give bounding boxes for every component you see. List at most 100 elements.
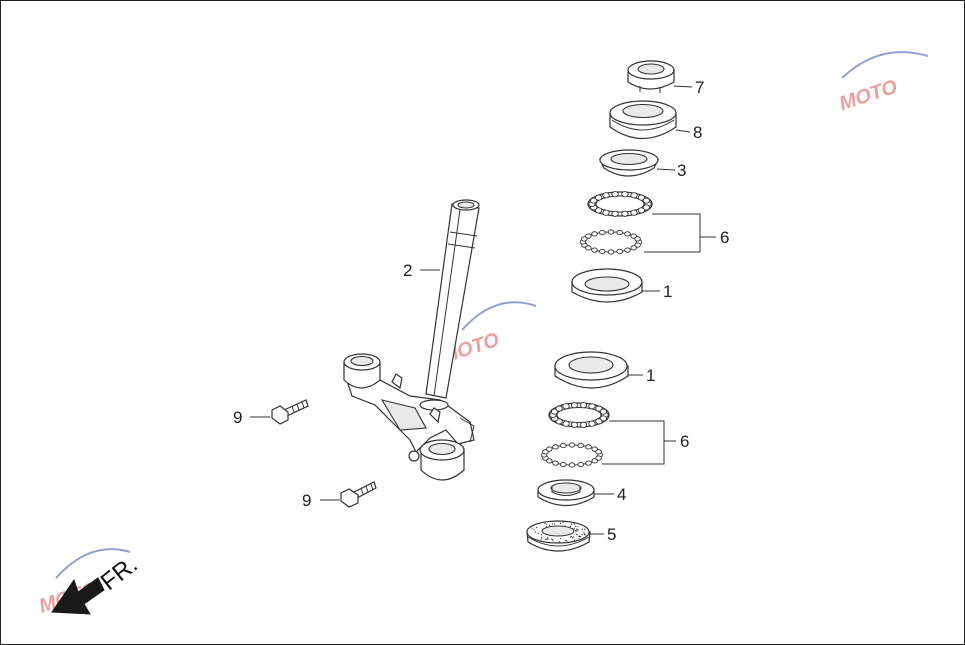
- bearing-ball: [571, 403, 577, 408]
- bearing-ball: [603, 210, 609, 215]
- seal-texture-dot: [570, 526, 571, 527]
- seal-texture-dot: [580, 536, 581, 537]
- bearing-ball: [603, 193, 609, 198]
- bearing-ball: [617, 249, 623, 253]
- seal-texture-dot: [566, 540, 567, 541]
- seal-texture-dot: [541, 534, 542, 535]
- part-7-lock-nut: [628, 61, 674, 93]
- seal-texture-dot: [547, 537, 548, 538]
- bearing-ball: [608, 230, 614, 234]
- bearing-ball: [600, 230, 606, 234]
- bearing-ball: [561, 462, 567, 466]
- callout-9-lower: 9: [302, 491, 311, 510]
- bearing-ball: [589, 421, 595, 426]
- watermark-top-right: MOTO: [837, 52, 928, 115]
- callout-7: 7: [695, 78, 704, 97]
- seal-texture-dot: [549, 525, 550, 526]
- bearing-ball: [569, 443, 575, 447]
- bearing-ball: [638, 208, 644, 213]
- seal-texture-dot: [544, 523, 545, 524]
- seal-texture-dot: [552, 523, 553, 524]
- bearing-ball: [578, 462, 584, 466]
- bearing-ball: [612, 192, 618, 197]
- seal-texture-dot: [576, 529, 577, 530]
- seal-texture-dot: [585, 534, 586, 535]
- seal-texture-dot: [559, 541, 560, 542]
- bearing-ball: [643, 198, 649, 203]
- bearing-ball: [561, 443, 567, 447]
- callout-2: 2: [403, 261, 412, 280]
- seal-texture-dot: [545, 539, 546, 540]
- bearing-ball: [592, 459, 598, 463]
- bearing-ball: [569, 463, 575, 467]
- bearing-ball: [596, 419, 602, 424]
- part-6-upper-balls: [580, 230, 642, 254]
- part-6-upper-bearing-cage: [588, 192, 652, 217]
- callout-4: 4: [617, 485, 626, 504]
- callout-9-upper: 9: [233, 408, 242, 427]
- bearing-ball: [635, 237, 641, 241]
- seal-texture-dot: [551, 539, 552, 540]
- front-direction-arrow: FR.: [52, 551, 143, 614]
- bearing-ball: [595, 195, 601, 200]
- seal-texture-dot: [583, 532, 584, 533]
- bearing-ball: [553, 461, 559, 465]
- part-6-lower-balls: [541, 443, 603, 467]
- seal-texture-dot: [546, 539, 547, 540]
- bearing-ball: [563, 421, 569, 426]
- seal-texture-dot: [532, 528, 533, 529]
- seal-texture-dot: [534, 529, 535, 530]
- bearing-ball: [600, 249, 606, 253]
- bearing-ball: [589, 404, 595, 409]
- seal-texture-dot: [552, 540, 553, 541]
- seal-texture-dot: [578, 529, 579, 530]
- callout-8: 8: [693, 123, 702, 142]
- seal-texture-dot: [581, 534, 582, 535]
- bearing-ball: [586, 234, 592, 238]
- seal-texture-dot: [560, 523, 561, 524]
- seal-texture-dot: [554, 523, 555, 524]
- bearing-ball: [617, 230, 623, 234]
- bearing-ball: [578, 443, 584, 447]
- callout-1-lower: 1: [646, 366, 655, 385]
- bearing-ball: [571, 422, 577, 427]
- bearing-ball: [586, 461, 592, 465]
- part-3-upper-race: [600, 150, 658, 176]
- seal-texture-dot: [574, 528, 575, 529]
- bearing-ball: [556, 406, 562, 411]
- callout-3: 3: [677, 161, 686, 180]
- part-1-lower-cup: [555, 352, 628, 388]
- seal-texture-dot: [541, 539, 542, 540]
- seal-texture-dot: [576, 531, 577, 532]
- seal-texture-dot: [578, 526, 579, 527]
- seal-texture-dot: [538, 533, 539, 534]
- watermark-text: MOTO: [837, 76, 901, 115]
- part-9-pinch-bolt-lower: [341, 482, 376, 507]
- seal-texture-dot: [577, 534, 578, 535]
- bearing-ball: [625, 248, 631, 252]
- bearing-ball: [631, 193, 637, 198]
- seal-texture-dot: [571, 524, 572, 525]
- bearing-ball: [563, 404, 569, 409]
- seal-texture-dot: [575, 526, 576, 527]
- bearing-ball: [592, 232, 598, 236]
- part-8-adjusting-nut: [610, 101, 676, 139]
- seal-texture-dot: [547, 539, 548, 540]
- bearing-ball: [622, 192, 628, 197]
- part-9-pinch-bolt-upper: [272, 400, 308, 424]
- bearing-ball: [622, 211, 628, 216]
- bearing-ball: [586, 445, 592, 449]
- part-4-lower-inner-race: [538, 480, 594, 506]
- seal-texture-dot: [579, 538, 580, 539]
- bearing-ball: [592, 248, 598, 252]
- seal-texture-dot: [536, 527, 537, 528]
- callout-1-upper: 1: [663, 282, 672, 301]
- bearing-ball: [608, 250, 614, 254]
- part-5-dust-seal: [527, 521, 590, 551]
- seal-texture-dot: [546, 526, 547, 527]
- bearing-ball: [631, 246, 637, 250]
- seal-texture-dot: [570, 537, 571, 538]
- bearing-ball: [547, 447, 553, 451]
- seal-texture-dot: [535, 531, 536, 532]
- seal-texture-dot: [541, 537, 542, 538]
